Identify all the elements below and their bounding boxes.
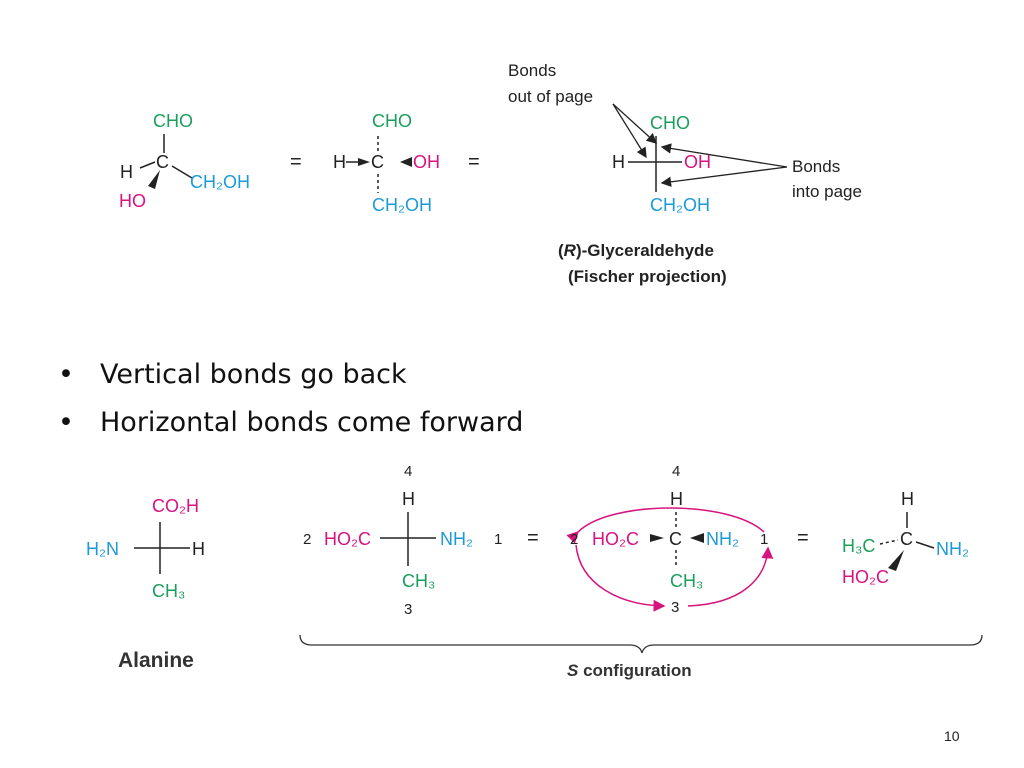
ch3-label: CH₃: [152, 581, 186, 601]
priority-4: 4: [404, 463, 413, 480]
nh2-label: NH₂: [706, 529, 739, 549]
h-label: H: [670, 489, 683, 509]
equals-sign: =: [468, 151, 480, 173]
priority-1: 1: [760, 531, 769, 548]
ho-label: HO: [119, 191, 146, 211]
priority-2: 2: [303, 531, 312, 548]
cho-label: CHO: [372, 111, 412, 131]
bonds-out-label-line1: Bonds: [508, 61, 557, 80]
bonds-out-arrows: [612, 103, 657, 159]
page-number: 10: [944, 728, 960, 744]
carbon-label: C: [156, 152, 169, 172]
bonds-into-label-line1: Bonds: [792, 157, 841, 176]
equals-sign: =: [290, 151, 302, 173]
ch2oh-label: CH₂OH: [190, 172, 250, 192]
h3c-label: H₃C: [842, 536, 876, 556]
ch2oh-label: CH₂OH: [650, 195, 710, 215]
perspective-bonds: [879, 512, 935, 549]
s-descriptor: S: [567, 661, 579, 680]
perspective-wedge: [888, 550, 904, 571]
h-label: H: [402, 489, 415, 509]
h-label: H: [612, 152, 625, 172]
priority-arrow-bottom-left: [575, 544, 666, 612]
equals-sign: =: [797, 527, 809, 549]
bullet-item: • Vertical bonds go back: [58, 350, 523, 398]
carbon-label: C: [669, 529, 682, 549]
cho-label: CHO: [153, 111, 193, 131]
co2h-label: CO₂H: [152, 496, 199, 516]
cho-label: CHO: [650, 113, 690, 133]
alanine-label: Alanine: [118, 649, 194, 672]
oh-label: OH: [684, 152, 711, 172]
ch3-label: CH₃: [670, 571, 704, 591]
ho2c-label: HO₂C: [842, 567, 889, 587]
nh2-label: NH₂: [936, 539, 969, 559]
carbon-label: C: [371, 152, 384, 172]
oh-label: OH: [413, 152, 440, 172]
bullet-item: • Horizontal bonds come forward: [58, 398, 523, 446]
h-label: H: [120, 162, 133, 182]
bullet-text: Vertical bonds go back: [100, 358, 407, 390]
priority-arrow-top: [566, 507, 765, 544]
nh2-label: NH₂: [440, 529, 473, 549]
h2n-label: H₂N: [86, 539, 119, 559]
priority-arrow-bottom-right: [687, 546, 774, 607]
carbon-label: C: [900, 529, 913, 549]
glyceraldehyde-fischer-bonds: [628, 136, 682, 192]
ch2oh-label: CH₂OH: [372, 195, 432, 215]
numbered-fischer-bonds: [380, 512, 436, 566]
glyceraldehyde-wedge-bonds: [139, 134, 193, 179]
r-descriptor: R: [563, 241, 576, 260]
h-label: H: [192, 539, 205, 559]
glyceraldehyde-caption: (R)-Glyceraldehyde: [558, 241, 714, 260]
bonds-into-arrows: [660, 143, 788, 188]
priority-2: 2: [570, 531, 579, 548]
alanine-fischer-bonds: [134, 522, 190, 574]
fischer-projection-caption: (Fischer projection): [568, 267, 727, 286]
ho2c-label: HO₂C: [592, 529, 639, 549]
glyceraldehyde-middle-bonds: [346, 136, 379, 193]
priority-3: 3: [671, 599, 680, 616]
h-label: H: [901, 489, 914, 509]
bonds-out-label-line2: out of page: [508, 87, 594, 106]
s-configuration-brace: [299, 634, 983, 654]
priority-3: 3: [404, 601, 413, 618]
bullet-dot-icon: •: [58, 406, 74, 438]
ch3-label: CH₃: [402, 571, 436, 591]
ho2c-label: HO₂C: [324, 529, 371, 549]
bullet-dot-icon: •: [58, 358, 74, 390]
bullet-list: • Vertical bonds go back • Horizontal bo…: [58, 350, 523, 446]
priority-4: 4: [672, 463, 681, 480]
wedge-bond: [148, 170, 160, 189]
equals-sign: =: [527, 527, 539, 549]
bonds-into-label-line2: into page: [792, 182, 862, 201]
bullet-text: Horizontal bonds come forward: [100, 406, 524, 438]
priority-1: 1: [494, 531, 503, 548]
s-configuration-caption: S configuration: [567, 661, 692, 680]
h-label: H: [333, 152, 346, 172]
